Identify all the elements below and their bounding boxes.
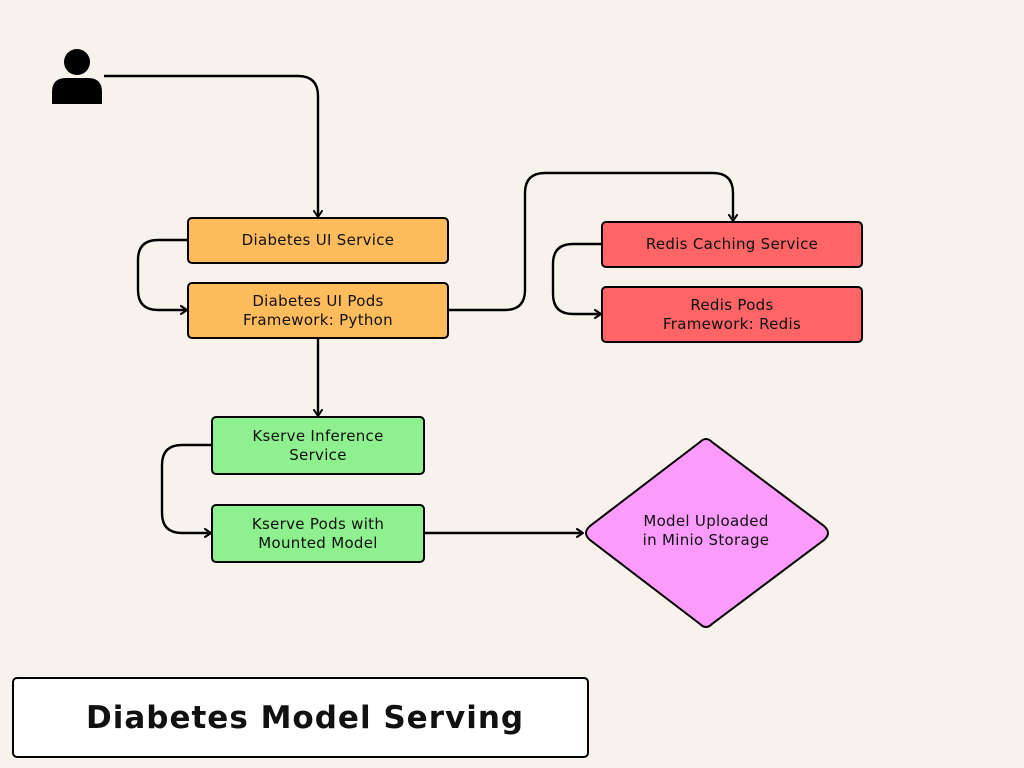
diabetes-ui-pods-node: Diabetes UI Pods Framework: Python bbox=[187, 282, 449, 339]
kserve-inference-service-node: Kserve Inference Service bbox=[211, 416, 425, 475]
edge-ui-service-to-ui-pods bbox=[136, 238, 188, 315]
diabetes-ui-service-node: Diabetes UI Service bbox=[187, 217, 449, 264]
edge-user-to-ui-service bbox=[104, 74, 323, 218]
edge-redis-service-to-redis-pods bbox=[551, 242, 602, 319]
redis-pods-node: Redis Pods Framework: Redis bbox=[601, 286, 863, 343]
edge-ui-pods-to-redis-service bbox=[449, 171, 738, 312]
user-icon bbox=[52, 49, 102, 104]
model-storage-label: Model Uploaded in Minio Storage bbox=[642, 512, 770, 549]
diagram-title: Diabetes Model Serving bbox=[86, 699, 525, 736]
edge-kserve-service-to-kserve-pods bbox=[160, 443, 212, 538]
title-box: Diabetes Model Serving bbox=[12, 677, 589, 758]
redis-caching-service-node: Redis Caching Service bbox=[601, 221, 863, 268]
kserve-pods-node: Kserve Pods with Mounted Model bbox=[211, 504, 425, 563]
